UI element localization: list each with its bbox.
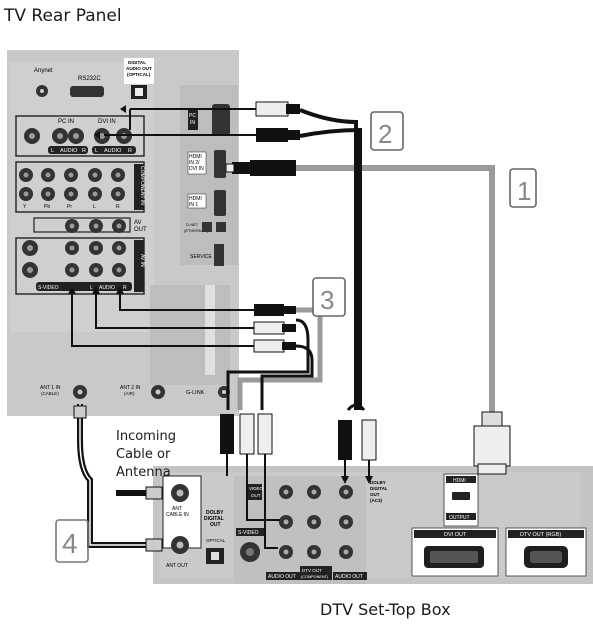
- optical-label-box: [124, 58, 154, 84]
- pc-audio-l: L: [51, 148, 54, 154]
- stb-dtv-rgb-label: DTV OUT (RGB): [520, 532, 561, 538]
- stb-hdmi-label: HDMI: [453, 478, 466, 484]
- av-in-label: AV IN: [139, 254, 145, 267]
- step-4-marker: 4: [55, 519, 89, 563]
- digital-audio-label-2: AUDIO OUT: [126, 66, 152, 71]
- pc-in-label: PC IN: [58, 119, 74, 125]
- component-jacks: [19, 168, 125, 201]
- component-in-label: COMPONENT IN: [139, 166, 145, 205]
- cable-3-plugs-stb: [220, 413, 280, 549]
- cable-2-plugs-stb: [338, 419, 377, 484]
- pc-audio-mid: AUDIO: [60, 148, 78, 154]
- ant2-label-1: ANT 2 IN: [120, 385, 141, 391]
- dlink-label-1: D-NET: [186, 222, 199, 227]
- step-3-marker: 3: [312, 277, 346, 317]
- settop-box-title: DTV Set-Top Box: [320, 600, 451, 619]
- stb-dolby2-3: OUT: [370, 492, 380, 497]
- av-audio-l: L: [90, 285, 93, 291]
- svg-text:4: 4: [62, 528, 78, 559]
- dvi-audio-mid: AUDIO: [104, 148, 122, 154]
- stb-dtv-component-1: DTV OUT: [302, 568, 322, 573]
- svg-text:3: 3: [320, 285, 334, 315]
- pc-audio-r: R: [82, 148, 86, 154]
- stb-dvi-out-label: DVI OUT: [444, 532, 467, 538]
- rs232c-label: RS232C: [78, 76, 101, 82]
- av-out-label-1: AV: [134, 220, 142, 226]
- rs232c-port: [70, 86, 104, 97]
- stb-output-label: OUTPUT: [449, 515, 470, 521]
- stb-hdmi-port: [452, 492, 470, 500]
- ant1-label-2: (CABLE): [41, 391, 59, 396]
- stb-audio-out-label-2: AUDIO OUT: [335, 574, 363, 580]
- av-out-label-2: OUT: [134, 227, 147, 233]
- hdmi-plug: [225, 160, 296, 176]
- incoming-line-2: Cable or: [116, 447, 171, 462]
- av-audio-r: R: [123, 285, 127, 291]
- cable-3-composite: [237, 307, 323, 410]
- service-label: SERVICE: [190, 254, 213, 260]
- hdmi2-port: [214, 150, 226, 178]
- dvi-audio-r: R: [128, 148, 132, 154]
- stb-ant-label-1: ANT: [172, 506, 182, 512]
- stb-dolby2-2: DIGITAL: [370, 486, 388, 491]
- dvi-audio-l: L: [95, 148, 98, 154]
- stb-dolby-1: DOLBY: [206, 510, 224, 516]
- stb-video-out-2: OUT: [251, 493, 261, 498]
- stb-jacks: [279, 485, 353, 559]
- digital-audio-label-3: (OPTICAL): [127, 72, 151, 77]
- glink-label: G-LINK: [186, 390, 205, 396]
- stb-dolby-2: DIGITAL: [204, 516, 224, 522]
- stb-video-out-1: VIDEO: [249, 486, 264, 491]
- ant1-label-1: ANT 1 IN: [40, 385, 61, 391]
- side-slot-area: [150, 285, 230, 385]
- incoming-cable-note: Incoming Cable or Antenna: [116, 428, 176, 482]
- hdmi1-port: [214, 190, 226, 216]
- stb-audio-out-label-1: AUDIO OUT: [268, 574, 296, 580]
- service-port: [214, 244, 224, 266]
- stb-dtv-component-2: (COMPONENT): [301, 575, 329, 579]
- cable-3-plugs-tv: [68, 286, 296, 353]
- av-audio-mid: AUDIO: [99, 285, 115, 291]
- comp-pb: Pb: [44, 204, 50, 210]
- incoming-line-1: Incoming: [116, 429, 176, 444]
- svg-text:1: 1: [517, 176, 531, 206]
- cable-2-audio: [299, 108, 358, 410]
- tv-svideo-label: S-VIDEO: [38, 285, 59, 291]
- comp-pr: Pr: [67, 204, 72, 210]
- dlink-label-2: (ETHERNET): [184, 228, 209, 233]
- stb-dolby2-4: (AC3): [370, 498, 383, 503]
- dvi-in-label: DVI IN: [98, 119, 116, 125]
- stb-dolby2-1: DOLBY: [370, 480, 386, 485]
- pc-dvi-audio-jacks: [24, 128, 132, 144]
- stb-dolby-3: OUT: [210, 522, 221, 528]
- comp-y: Y: [23, 204, 27, 210]
- hdmi1-label-2: IN 1: [189, 202, 198, 208]
- av-jacks: [22, 219, 126, 278]
- comp-r: R: [116, 204, 120, 210]
- incoming-line-3: Antenna: [116, 465, 171, 480]
- pc-vga-port: [212, 104, 230, 136]
- step-2-marker: 2: [370, 111, 404, 151]
- hdmi2-label-1: HDMI: [189, 154, 202, 160]
- svg-text:2: 2: [378, 119, 392, 149]
- stb-svideo-label: S-VIDEO: [238, 530, 259, 536]
- anynet-label: Anynet: [34, 68, 53, 74]
- pc-side-label-2: IN: [190, 120, 195, 126]
- hdmi2-label-3: DVI IN: [189, 166, 204, 172]
- hdmi1-label-1: HDMI: [189, 196, 202, 202]
- tv-rear-panel-title: TV Rear Panel: [4, 6, 122, 26]
- cable-2-plugs-tv: [94, 101, 300, 142]
- stb-ant-out-label: ANT OUT: [166, 563, 188, 569]
- hdmi2-label-2: IN 2/: [189, 160, 200, 166]
- comp-l: L: [93, 204, 96, 210]
- step-1-marker: 1: [509, 168, 537, 208]
- stb-ant-label-2: CABLE IN: [166, 512, 189, 518]
- dvi-plug: [473, 411, 511, 475]
- digital-audio-label-1: DIGITAL: [128, 60, 146, 65]
- side-slot: [205, 285, 215, 375]
- pc-side-label-1: PC: [189, 113, 196, 119]
- ant2-label-2: (AIR): [124, 391, 135, 396]
- stb-optical-label: OPTICAL: [206, 538, 226, 543]
